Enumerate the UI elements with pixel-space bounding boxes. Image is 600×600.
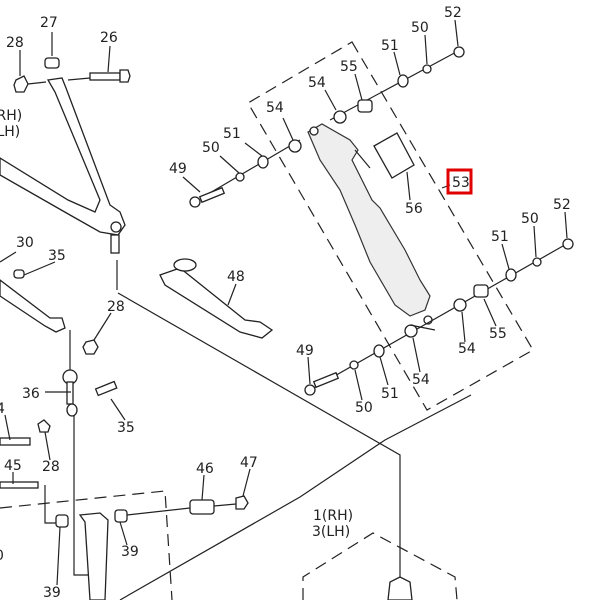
callout-3-lh: 3(LH) bbox=[312, 524, 350, 540]
callout-28: 28 bbox=[42, 459, 60, 475]
bolt-45 bbox=[0, 481, 39, 489]
upper-a-arm bbox=[0, 77, 126, 254]
reference-line bbox=[73, 415, 88, 576]
part-48 bbox=[159, 267, 274, 339]
bolt-49a bbox=[198, 186, 226, 204]
washer-50c bbox=[422, 64, 432, 74]
callout-51: 51 bbox=[381, 38, 399, 54]
callout-51: 51 bbox=[223, 126, 241, 142]
leader-lines bbox=[0, 19, 568, 586]
callout-56: 56 bbox=[405, 201, 423, 217]
reference-line bbox=[117, 292, 401, 600]
callout-28: 28 bbox=[6, 35, 24, 51]
callout-36: 36 bbox=[22, 386, 40, 402]
callout-39: 39 bbox=[121, 544, 139, 560]
reference-line bbox=[44, 485, 60, 524]
callout-55: 55 bbox=[340, 59, 358, 75]
bushing-54b bbox=[404, 324, 418, 338]
callout-28: 28 bbox=[107, 299, 125, 315]
callout-26: 26 bbox=[100, 30, 118, 46]
bushing-54c bbox=[453, 298, 467, 312]
callout-54: 54 bbox=[308, 75, 326, 91]
washer-50b bbox=[349, 360, 359, 370]
shock-absorber bbox=[307, 123, 433, 325]
reference-line bbox=[119, 394, 472, 600]
callout-51: 51 bbox=[381, 386, 399, 402]
bushing-54d bbox=[333, 110, 347, 124]
selected-callout-highlight bbox=[446, 168, 473, 195]
callout-54: 54 bbox=[412, 372, 430, 388]
bolt-35-small bbox=[13, 269, 25, 279]
washer-50d bbox=[532, 257, 542, 267]
bolt-49b bbox=[312, 371, 340, 389]
bolt-44 bbox=[0, 437, 31, 446]
callout-50: 50 bbox=[355, 400, 373, 416]
callout-49: 49 bbox=[169, 161, 187, 177]
washer-51c bbox=[397, 74, 409, 88]
callout-48: 48 bbox=[227, 269, 245, 285]
callout-lh-left: (LH) bbox=[0, 124, 20, 140]
callout-51: 51 bbox=[491, 229, 509, 245]
callout-45: 45 bbox=[4, 458, 22, 474]
washer-51a bbox=[257, 155, 269, 169]
nut-28 bbox=[13, 75, 29, 93]
callout-0: 0 bbox=[0, 548, 4, 564]
callout-46: 46 bbox=[196, 461, 214, 477]
callout-rh-left: (RH) bbox=[0, 108, 22, 124]
washer-51b bbox=[373, 344, 385, 358]
callout-53[interactable]: 53 bbox=[452, 175, 470, 191]
knuckle-group-outline bbox=[302, 532, 458, 600]
callout-30: 30 bbox=[16, 235, 34, 251]
bushing-39a bbox=[55, 514, 69, 528]
callout-27: 27 bbox=[40, 15, 58, 31]
callout-50: 50 bbox=[521, 211, 539, 227]
collar-27 bbox=[44, 57, 60, 69]
collar-55a bbox=[357, 99, 373, 113]
nut-52a bbox=[453, 46, 465, 58]
bolt-35 bbox=[94, 380, 118, 397]
callout-52: 52 bbox=[444, 5, 462, 21]
nut-52b bbox=[562, 238, 574, 250]
callout-50: 50 bbox=[202, 140, 220, 156]
callout-47: 47 bbox=[240, 455, 258, 471]
lower-arm bbox=[78, 512, 109, 600]
bushing-54a bbox=[288, 139, 302, 153]
callout-39: 39 bbox=[43, 585, 61, 600]
label-56 bbox=[373, 132, 415, 179]
washer-51d bbox=[505, 268, 517, 282]
bolt-26 bbox=[89, 72, 121, 81]
callout-49: 49 bbox=[296, 343, 314, 359]
callout-55: 55 bbox=[489, 326, 507, 342]
callout-35: 35 bbox=[117, 420, 135, 436]
collar-55b bbox=[473, 284, 489, 298]
callout-52: 52 bbox=[553, 197, 571, 213]
callout-54: 54 bbox=[458, 341, 476, 357]
stabilizer-link bbox=[0, 279, 66, 333]
callout-1-rh: 1(RH) bbox=[313, 508, 353, 524]
callout-54: 54 bbox=[266, 100, 284, 116]
lower-arm-group-outline bbox=[0, 490, 173, 600]
washer-50a bbox=[235, 172, 245, 182]
shock-assembly-group-outline bbox=[247, 41, 534, 411]
callout-35: 35 bbox=[48, 248, 66, 264]
nut-47 bbox=[235, 495, 249, 510]
callout-50: 50 bbox=[411, 20, 429, 36]
nut-28c bbox=[37, 419, 51, 433]
collar-46 bbox=[189, 499, 215, 515]
callout-4: 4 bbox=[0, 401, 5, 417]
bushing-39b bbox=[114, 509, 128, 523]
knuckle bbox=[387, 576, 413, 600]
nut-28b bbox=[82, 339, 99, 355]
